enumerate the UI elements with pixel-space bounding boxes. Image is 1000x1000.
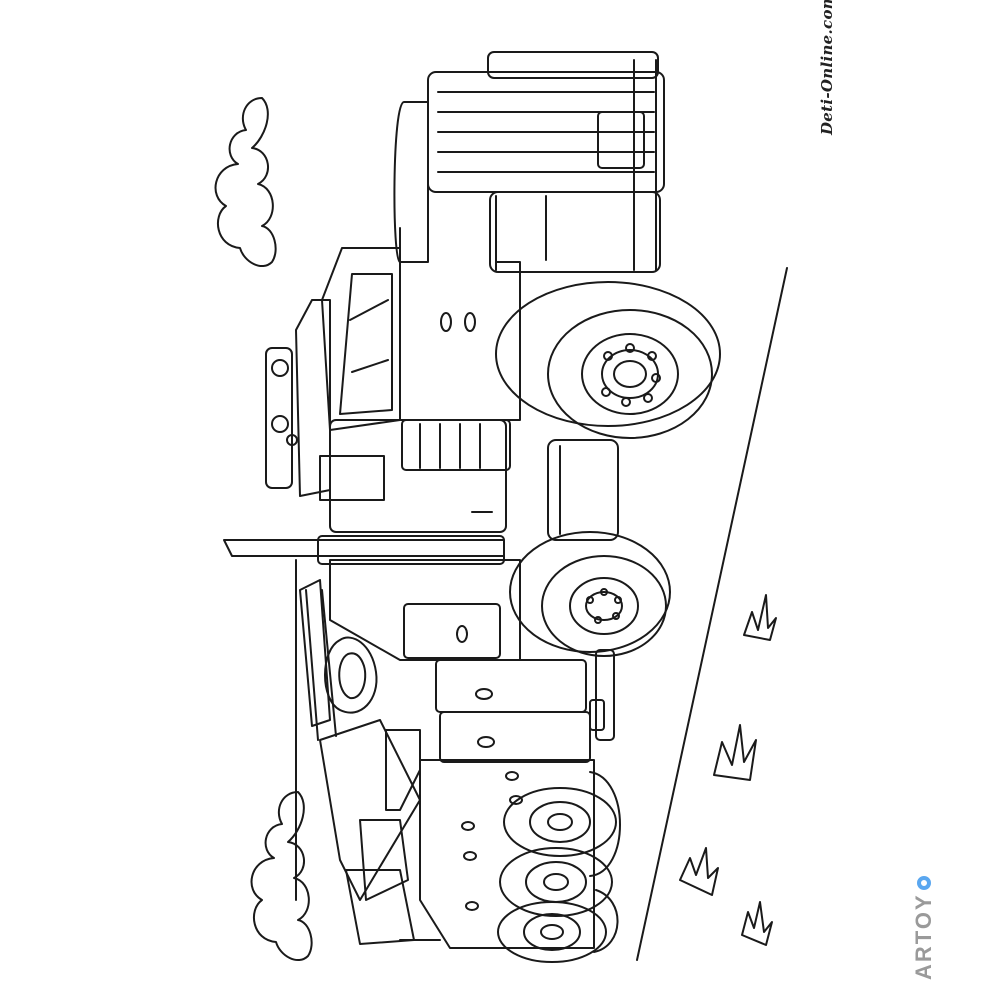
crane-boom: [295, 559, 421, 945]
cab-door: [319, 419, 511, 533]
exhaust-stack: [223, 535, 505, 565]
brand-watermark: ARTOY: [910, 840, 938, 980]
rear-wheel: [499, 847, 613, 917]
road-line: [636, 267, 788, 961]
grass-tuft: [713, 724, 757, 781]
middle-wheel: [509, 531, 671, 657]
site-watermark-text: Deti-Online.com: [818, 0, 836, 135]
rear-bumper: [399, 649, 615, 941]
truck: [223, 51, 721, 963]
fuel-tank: [547, 439, 619, 541]
grass-tuft: [741, 901, 773, 946]
grille-guard: [427, 51, 665, 273]
cab: [265, 101, 521, 497]
chassis: [329, 559, 595, 949]
cloud-top: [214, 97, 277, 267]
grass-tuft: [743, 594, 777, 641]
cloud-bottom: [250, 791, 313, 961]
site-watermark: Deti-Online.com: [818, 0, 842, 135]
rear-wheel: [497, 889, 619, 963]
brand-watermark-text: ARTOY: [911, 893, 936, 980]
rear-wheel: [503, 771, 621, 877]
brand-ring-icon: [917, 876, 931, 891]
grass-tuft: [679, 847, 719, 896]
front-wheel: [495, 281, 721, 439]
